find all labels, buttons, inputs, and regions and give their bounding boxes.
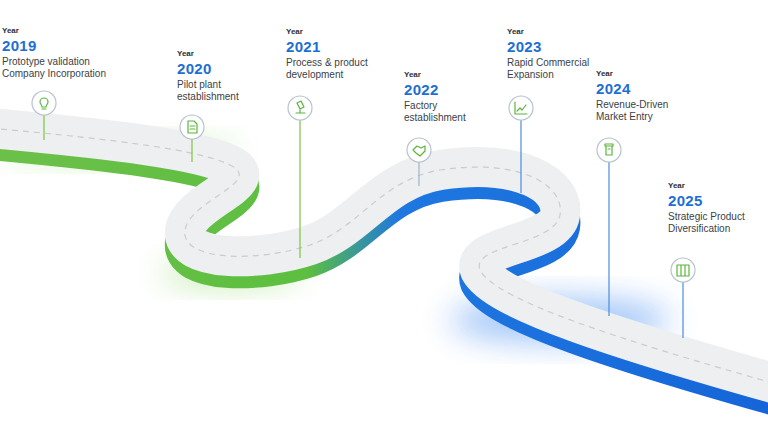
- icons: [40, 98, 689, 276]
- leader-line: [191, 139, 192, 162]
- milestone: Year2025Strategic Product Diversificatio…: [668, 181, 764, 235]
- microscope-icon: [296, 101, 305, 113]
- leader-line: [43, 115, 44, 140]
- milestone-text: Revenue-Driven Market Entry: [596, 99, 688, 123]
- product-icon: [677, 265, 689, 276]
- icon-circle: [671, 258, 695, 282]
- document-icon: [188, 121, 197, 133]
- jar-icon: [605, 144, 613, 155]
- leader-line: [608, 162, 609, 316]
- leader-lines: [44, 115, 683, 338]
- year-caption: Year: [596, 69, 688, 79]
- icon-circle: [407, 138, 431, 162]
- milestone-text: Pilot plant establishment: [177, 79, 245, 103]
- milestone: Year2019Prototype validation Company Inc…: [2, 26, 122, 80]
- milestone-text: Rapid Commercial Expansion: [507, 57, 603, 81]
- handshake-icon: [413, 146, 425, 156]
- chart-icon: [515, 102, 527, 114]
- icon-circles: [32, 91, 695, 282]
- year-number: 2023: [507, 37, 603, 56]
- leader-line: [682, 282, 683, 338]
- road-surface: [0, 128, 768, 385]
- year-caption: Year: [286, 27, 382, 37]
- milestone: Year2020Pilot plant establishment: [177, 49, 245, 103]
- icon-circle: [288, 96, 312, 120]
- milestone: Year2023Rapid Commercial Expansion: [507, 27, 603, 81]
- milestone: Year2024Revenue-Driven Market Entry: [596, 69, 688, 123]
- bulb-icon: [40, 98, 48, 109]
- icon-circle: [32, 91, 56, 115]
- year-number: 2025: [668, 191, 764, 210]
- milestone: Year2022Factory establishment: [404, 70, 476, 124]
- milestone-text: Factory establishment: [404, 100, 476, 124]
- leader-line: [520, 120, 521, 193]
- year-number: 2021: [286, 37, 382, 56]
- year-number: 2022: [404, 80, 476, 99]
- milestone-text: Process & product development: [286, 57, 382, 81]
- milestone-text: Strategic Product Diversification: [668, 211, 764, 235]
- year-number: 2020: [177, 59, 245, 78]
- icon-circle: [180, 115, 204, 139]
- leader-line: [418, 162, 419, 186]
- year-caption: Year: [404, 70, 476, 80]
- year-caption: Year: [177, 49, 245, 59]
- icon-circle: [509, 96, 533, 120]
- leader-line: [299, 120, 300, 258]
- year-caption: Year: [507, 27, 603, 37]
- icon-circle: [597, 138, 621, 162]
- year-number: 2024: [596, 79, 688, 98]
- year-caption: Year: [2, 26, 122, 36]
- milestone-text: Prototype validation Company Incorporati…: [2, 56, 122, 80]
- milestone: Year2021Process & product development: [286, 27, 382, 81]
- year-number: 2019: [2, 36, 122, 55]
- year-caption: Year: [668, 181, 764, 191]
- road-centerline: [0, 128, 768, 385]
